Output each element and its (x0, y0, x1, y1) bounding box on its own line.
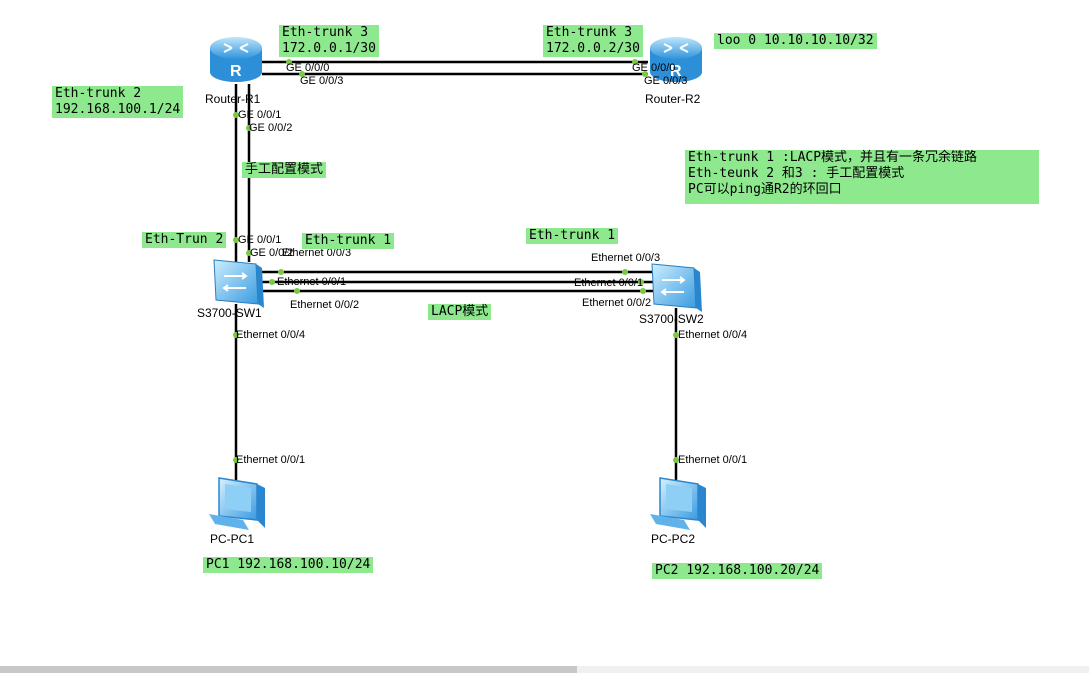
port-label: Ethernet 0/0/1 (236, 454, 306, 466)
port-label: Ethernet 0/0/3 (591, 252, 661, 264)
port-dot (246, 250, 252, 256)
port-dot (233, 112, 239, 118)
port-dot (299, 71, 305, 77)
note-text: PC可以ping通R2的环回口 (688, 182, 842, 197)
port-dot (673, 457, 679, 463)
switch-icon[interactable] (651, 263, 702, 312)
pc-icon[interactable] (650, 477, 706, 530)
note-text: 172.0.0.2/30 (546, 41, 640, 56)
port-label: GE 0/0/1 (238, 109, 282, 121)
note-text: Eth-trunk 1 :LACP模式，并且有一条冗余链路 (688, 150, 978, 165)
scrollbar-thumb[interactable] (0, 666, 577, 673)
note-sw1-trunk1: Eth-trunk 1 (302, 233, 395, 249)
router-r2-label: Router-R2 (645, 92, 701, 106)
note-sw1-trunk2: Eth-Trun 2 (142, 232, 227, 248)
port-dot (638, 279, 644, 285)
port-dot (246, 125, 252, 131)
router-r1-label: Router-R1 (205, 92, 261, 106)
port-dot (233, 332, 239, 338)
note-sw2-trunk1: Eth-trunk 1 (526, 228, 619, 244)
note-text: Eth-trunk 3 (282, 25, 369, 40)
note-text: Eth-teunk 2 和3 : 手工配置模式 (688, 166, 905, 181)
port-label: GE 0/0/3 (644, 75, 688, 87)
horizontal-scrollbar[interactable] (0, 666, 1089, 673)
router-icon[interactable]: R (650, 37, 702, 82)
port-label: GE 0/0/3 (300, 75, 344, 87)
note-r2-loopback: loo 0 10.10.10.10/32 (714, 33, 877, 49)
svg-text:R: R (670, 63, 682, 80)
note-lacp-mode: LACP模式 (428, 304, 492, 320)
note-text: Eth-trunk 2 (55, 86, 142, 101)
note-manual-mode: 手工配置模式 (242, 162, 327, 178)
port-dot (632, 59, 638, 65)
port-dot (233, 237, 239, 243)
note-text: 192.168.100.1/24 (55, 102, 181, 117)
port-dot (233, 457, 239, 463)
svg-text:R: R (230, 63, 242, 80)
note-text: Eth-trunk 3 (546, 25, 633, 40)
port-label: GE 0/0/1 (238, 234, 282, 246)
note-r2-trunk3: Eth-trunk 3 172.0.0.2/30 (543, 25, 643, 57)
port-label: Ethernet 0/0/1 (277, 276, 347, 288)
router-icon[interactable]: R (210, 37, 262, 82)
port-label: GE 0/0/2 (250, 247, 294, 259)
switch-sw2-label: S3700-SW2 (639, 312, 704, 326)
port-label: Ethernet 0/0/2 (290, 299, 360, 311)
note-r1-trunk3: Eth-trunk 3 172.0.0.1/30 (279, 25, 379, 57)
port-dot (278, 269, 284, 275)
pc-icon[interactable] (209, 477, 265, 530)
note-r1-trunk2: Eth-trunk 2 192.168.100.1/24 (52, 86, 184, 118)
port-dot (294, 288, 300, 294)
port-dot (640, 288, 646, 294)
port-label: GE 0/0/0 (632, 62, 676, 74)
port-dot (642, 71, 648, 77)
port-label: Ethernet 0/0/1 (678, 454, 748, 466)
note-summary: Eth-trunk 1 :LACP模式，并且有一条冗余链路 Eth-teunk … (685, 150, 1039, 204)
port-label: Ethernet 0/0/1 (574, 277, 644, 289)
note-pc1-ip: PC1 192.168.100.10/24 (203, 557, 374, 573)
port-label: Ethernet 0/0/4 (236, 329, 306, 341)
port-label: GE 0/0/0 (286, 62, 330, 74)
port-label: Ethernet 0/0/4 (678, 329, 748, 341)
note-text: 172.0.0.1/30 (282, 41, 376, 56)
port-label: Ethernet 0/0/2 (582, 297, 652, 309)
port-dot (286, 59, 292, 65)
port-dot (673, 332, 679, 338)
note-pc2-ip: PC2 192.168.100.20/24 (652, 563, 823, 579)
port-label: GE 0/0/2 (249, 122, 293, 134)
switch-icon[interactable] (213, 259, 264, 308)
port-dot (269, 279, 275, 285)
pc-pc2-label: PC-PC2 (651, 532, 696, 546)
switch-sw1-label: S3700-SW1 (197, 306, 262, 320)
pc-pc1-label: PC-PC1 (210, 532, 255, 546)
port-label: Ethernet 0/0/3 (282, 247, 352, 259)
port-dot (622, 269, 628, 275)
